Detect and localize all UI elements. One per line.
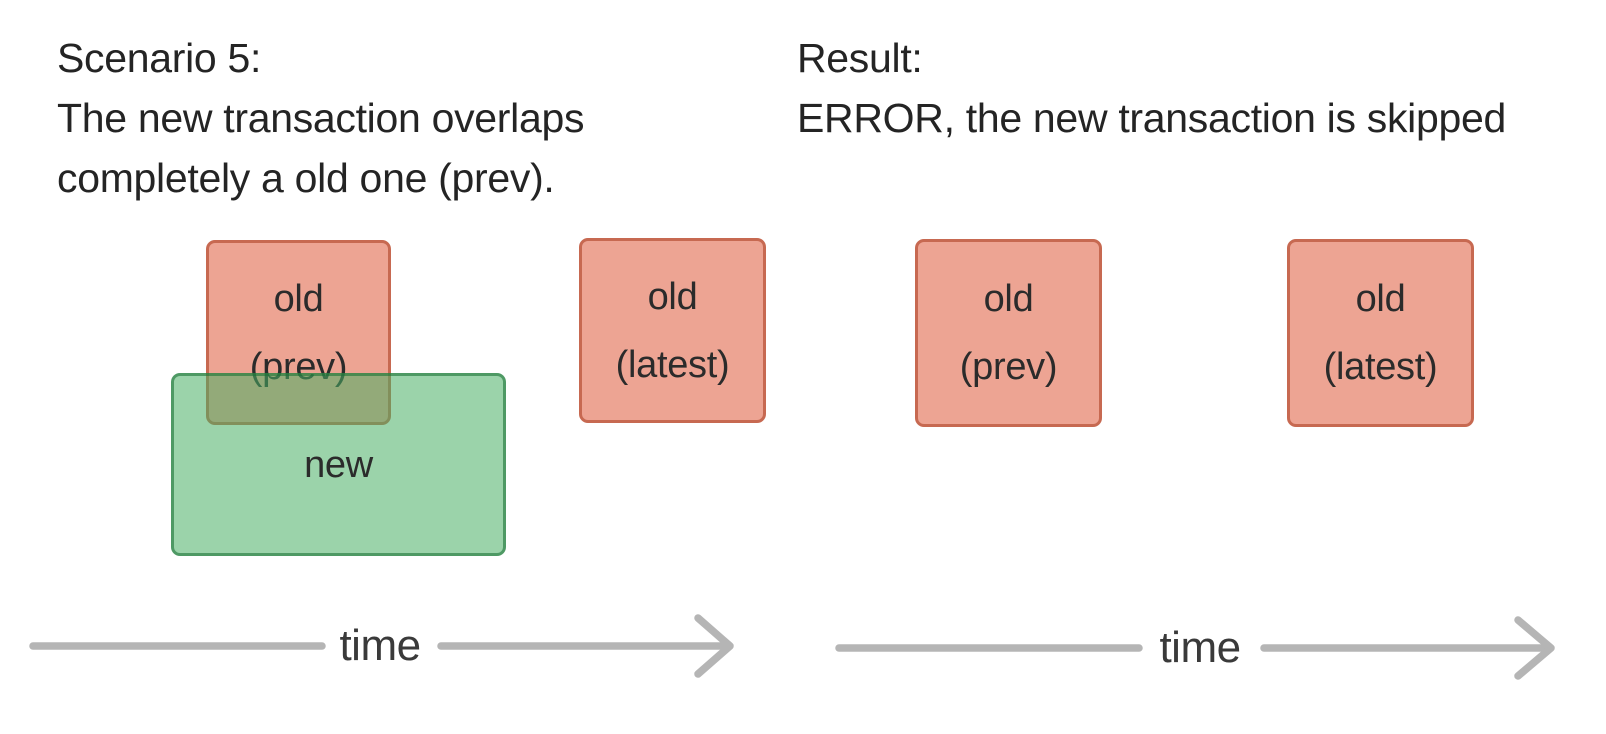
arrow-head-icon [1514, 616, 1555, 680]
result-heading: Result: ERROR, the new transaction is sk… [797, 28, 1506, 148]
time-axis-right [835, 616, 1555, 680]
old-prev-box-right: old (prev) [915, 239, 1102, 427]
old-prev-label-line-1: old [273, 277, 324, 320]
old-prev-label-line-2: (prev) [959, 346, 1058, 388]
scenario-heading-line-2: The new transaction overlaps [57, 95, 585, 141]
old-latest-label-line-1: old [647, 275, 698, 318]
old-latest-label-line-2: (latest) [615, 343, 730, 386]
scenario-heading-line-3: completely a old one (prev). [57, 155, 555, 201]
time-axis-left [29, 614, 734, 678]
result-heading-line-2: ERROR, the new transaction is skipped [797, 95, 1507, 141]
result-heading-line-1: Result: [797, 35, 923, 81]
new-label: new [304, 443, 373, 486]
time-axis-label-right: time [1159, 623, 1241, 672]
new-transaction-box: new [171, 373, 506, 556]
old-latest-label-line-2: (latest) [1323, 346, 1438, 388]
time-axis-label-left: time [339, 621, 421, 670]
scenario-heading-line-1: Scenario 5: [57, 35, 262, 81]
old-latest-label-line-1: old [1355, 278, 1406, 320]
old-latest-box-right: old (latest) [1287, 239, 1474, 427]
arrow-head-icon [694, 614, 734, 678]
old-prev-label-line-1: old [983, 278, 1034, 320]
scenario-heading: Scenario 5: The new transaction overlaps… [57, 28, 584, 208]
old-latest-box-left: old (latest) [579, 238, 766, 423]
